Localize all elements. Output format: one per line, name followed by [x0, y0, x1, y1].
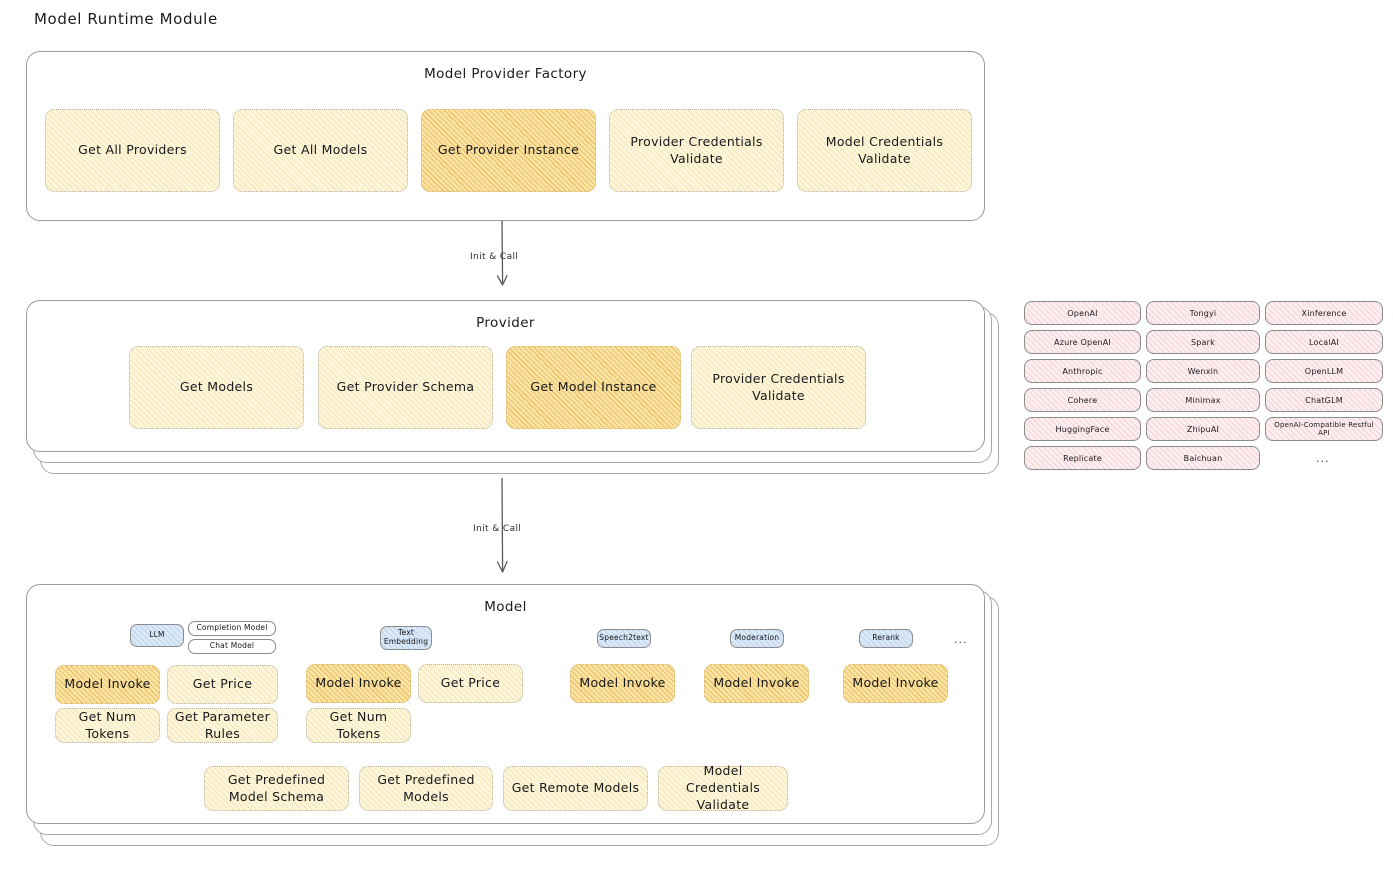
llm-box-model-invoke[interactable]: Model Invoke [55, 665, 160, 704]
factory-box-get-all-providers[interactable]: Get All Providers [45, 109, 220, 192]
provider-panel: Provider Get Models Get Provider Schema … [26, 300, 985, 452]
model-provider-factory-panel: Model Provider Factory Get All Providers… [26, 51, 985, 221]
speech2text-box-model-invoke[interactable]: Model Invoke [570, 664, 675, 703]
provider-tag-more-ellipsis: ... [1316, 452, 1330, 465]
llm-box-get-parameter-rules[interactable]: Get Parameter Rules [167, 708, 278, 743]
provider-tag-anthropic[interactable]: Anthropic [1024, 359, 1141, 383]
provider-tag-openai-compatible-restful-api[interactable]: OpenAI-Compatible Restful API [1265, 417, 1383, 441]
provider-tag-localai[interactable]: LocalAI [1265, 330, 1383, 354]
text-embedding-box-get-price[interactable]: Get Price [418, 664, 523, 703]
provider-box-get-models[interactable]: Get Models [129, 346, 304, 429]
rerank-box-model-invoke[interactable]: Model Invoke [843, 664, 948, 703]
model-panel: Model LLM Completion Model Chat Model Mo… [26, 584, 985, 824]
model-type-tag-llm[interactable]: LLM [130, 624, 184, 647]
provider-tag-wenxin[interactable]: Wenxin [1146, 359, 1260, 383]
provider-box-provider-credentials-validate[interactable]: Provider Credentials Validate [691, 346, 866, 429]
provider-tag-baichuan[interactable]: Baichuan [1146, 446, 1260, 470]
model-provider-factory-title: Model Provider Factory [424, 66, 587, 82]
model-title: Model [484, 599, 527, 615]
provider-tag-openllm[interactable]: OpenLLM [1265, 359, 1383, 383]
provider-tag-minimax[interactable]: Minimax [1146, 388, 1260, 412]
text-embedding-box-get-num-tokens[interactable]: Get Num Tokens [306, 708, 411, 743]
model-box-get-remote-models[interactable]: Get Remote Models [503, 766, 648, 811]
connector-factory-to-provider-arrow [496, 221, 508, 286]
model-type-tag-rerank[interactable]: Rerank [859, 629, 913, 648]
factory-box-model-credentials-validate[interactable]: Model Credentials Validate [797, 109, 972, 192]
model-box-get-predefined-models[interactable]: Get Predefined Models [359, 766, 493, 811]
model-box-model-credentials-validate[interactable]: Model Credentials Validate [658, 763, 788, 812]
factory-box-provider-credentials-validate[interactable]: Provider Credentials Validate [609, 109, 784, 192]
provider-tag-huggingface[interactable]: HuggingFace [1024, 417, 1141, 441]
provider-tag-chatglm[interactable]: ChatGLM [1265, 388, 1383, 412]
factory-box-get-provider-instance[interactable]: Get Provider Instance [421, 109, 596, 192]
llm-box-get-num-tokens[interactable]: Get Num Tokens [55, 708, 160, 743]
provider-title: Provider [476, 315, 535, 331]
provider-tag-azure-openai[interactable]: Azure OpenAI [1024, 330, 1141, 354]
moderation-box-model-invoke[interactable]: Model Invoke [704, 664, 809, 703]
provider-box-get-provider-schema[interactable]: Get Provider Schema [318, 346, 493, 429]
provider-tag-tongyi[interactable]: Tongyi [1146, 301, 1260, 325]
connector-factory-to-provider-label: Init & Call [470, 252, 519, 262]
page-title: Model Runtime Module [34, 10, 218, 28]
provider-tag-spark[interactable]: Spark [1146, 330, 1260, 354]
model-subtag-chat-model[interactable]: Chat Model [188, 639, 276, 654]
provider-tag-openai[interactable]: OpenAI [1024, 301, 1141, 325]
model-type-tag-text-embedding[interactable]: Text Embedding [380, 626, 432, 650]
connector-provider-to-model-label: Init & Call [473, 524, 522, 534]
provider-tag-replicate[interactable]: Replicate [1024, 446, 1141, 470]
text-embedding-box-model-invoke[interactable]: Model Invoke [306, 664, 411, 703]
model-type-tag-moderation[interactable]: Moderation [730, 629, 784, 648]
model-subtag-completion-model[interactable]: Completion Model [188, 621, 276, 636]
provider-box-get-model-instance[interactable]: Get Model Instance [506, 346, 681, 429]
provider-tag-cohere[interactable]: Cohere [1024, 388, 1141, 412]
provider-tag-xinference[interactable]: Xinference [1265, 301, 1383, 325]
connector-provider-to-model-arrow [496, 478, 508, 573]
model-types-more-ellipsis: ... [954, 633, 968, 646]
factory-box-get-all-models[interactable]: Get All Models [233, 109, 408, 192]
llm-box-get-price[interactable]: Get Price [167, 665, 278, 704]
provider-tag-list: OpenAI Azure OpenAI Anthropic Cohere Hug… [1024, 300, 1384, 480]
provider-tag-zhipuai[interactable]: ZhipuAI [1146, 417, 1260, 441]
model-type-tag-speech2text[interactable]: Speech2text [597, 629, 651, 648]
model-box-get-predefined-model-schema[interactable]: Get Predefined Model Schema [204, 766, 349, 811]
